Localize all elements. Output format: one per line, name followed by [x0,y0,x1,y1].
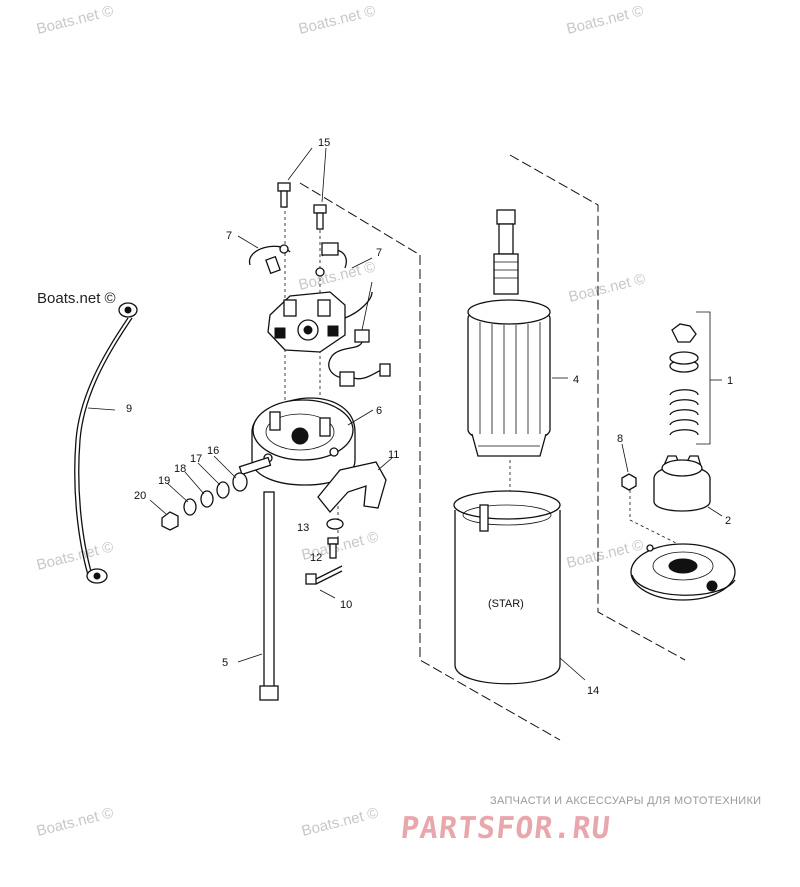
callout-16: 16 [207,445,219,457]
callout-20: 20 [134,490,146,502]
part-4-armature [467,209,568,457]
watermark: Boats.net © [297,2,377,38]
callout-7-right: 7 [376,247,382,259]
callout-13: 13 [297,522,309,534]
part-7-springs [237,235,373,277]
part-5-through-bolt [237,491,279,701]
callout-4: 4 [573,374,579,386]
part-8-nut [621,443,637,491]
watermark: Boats.net © [37,290,116,307]
part-11-bracket [317,457,393,514]
callout-1: 1 [727,375,733,387]
part-2-pinion-gear [653,455,723,517]
parts-12-13-screw-washer [326,518,344,559]
callout-19: 19 [158,475,170,487]
watermark: Boats.net © [297,258,377,294]
callout-15: 15 [318,137,330,149]
callouts: 1 2 4 5 6 7 7 8 9 10 11 12 13 14 15 16 1… [126,137,733,697]
partsfor-logo: ЗАПЧАСТИ И АКСЕССУАРЫ ДЛЯ МОТОТЕХНИКИ PA… [399,795,761,846]
brand-name: PARTSFOR.RU [399,811,612,846]
watermark: Boats.net © [565,2,645,38]
callout-7-left: 7 [226,230,232,242]
part-6-end-cap [251,397,374,486]
washer-stack [149,455,272,531]
brush-leads [328,281,391,387]
callout-17: 17 [190,453,202,465]
assembly-guide-right [509,154,686,661]
callout-2: 2 [725,515,731,527]
brush-holder-plate [267,291,346,353]
brand-tagline: ЗАПЧАСТИ И АКСЕССУАРЫ ДЛЯ МОТОТЕХНИКИ [490,795,761,807]
callout-12: 12 [310,552,322,564]
drive-end-plate [630,543,736,601]
watermark: Boats.net © [35,538,115,574]
watermark: Boats.net © [35,2,115,38]
part-1-drive-assembly [669,311,722,445]
watermark: Boats.net © [567,270,647,306]
part-14-housing: (STAR) [453,490,586,685]
callout-11: 11 [388,449,399,461]
callout-9: 9 [126,403,132,415]
callout-5: 5 [222,657,228,669]
callout-8: 8 [617,433,623,445]
part-15-screws [277,147,327,230]
callout-18: 18 [174,463,186,475]
part-9-cable [74,302,138,584]
part-10-screw [305,565,343,599]
callout-14: 14 [587,685,599,697]
callout-10: 10 [340,599,352,611]
watermark: Boats.net © [300,804,380,840]
housing-label: (STAR) [488,598,524,610]
callout-6: 6 [376,405,382,417]
watermark: Boats.net © [35,804,115,840]
